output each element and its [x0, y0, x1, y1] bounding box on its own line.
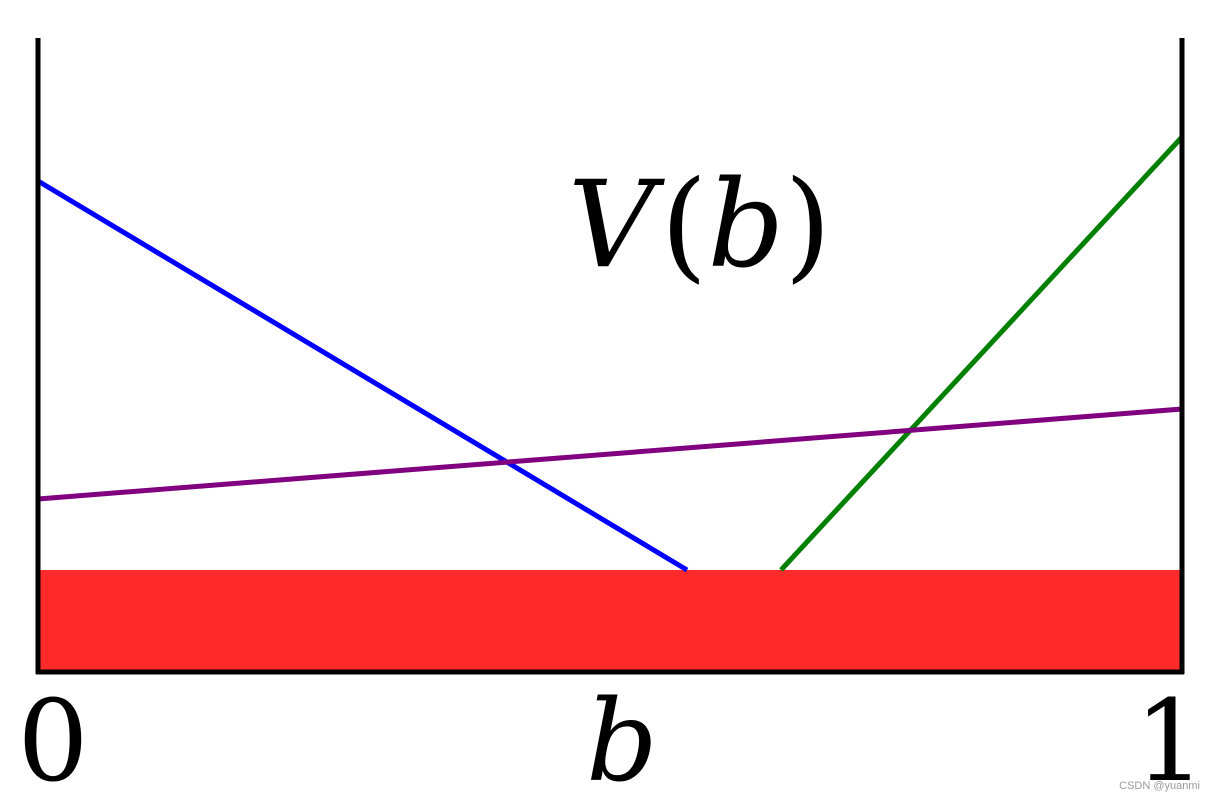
tick-label-b: b	[586, 677, 658, 802]
value-function-label: V(b)	[568, 156, 831, 295]
tick-label-zero: 0	[17, 677, 88, 802]
purple-line	[37, 406, 1183, 502]
watermark: CSDN @yuanmi	[1119, 780, 1200, 792]
blue-line	[36, 178, 689, 573]
tick-label-one: 1	[1134, 677, 1205, 802]
red-region	[38, 570, 1182, 671]
green-line	[779, 135, 1184, 572]
